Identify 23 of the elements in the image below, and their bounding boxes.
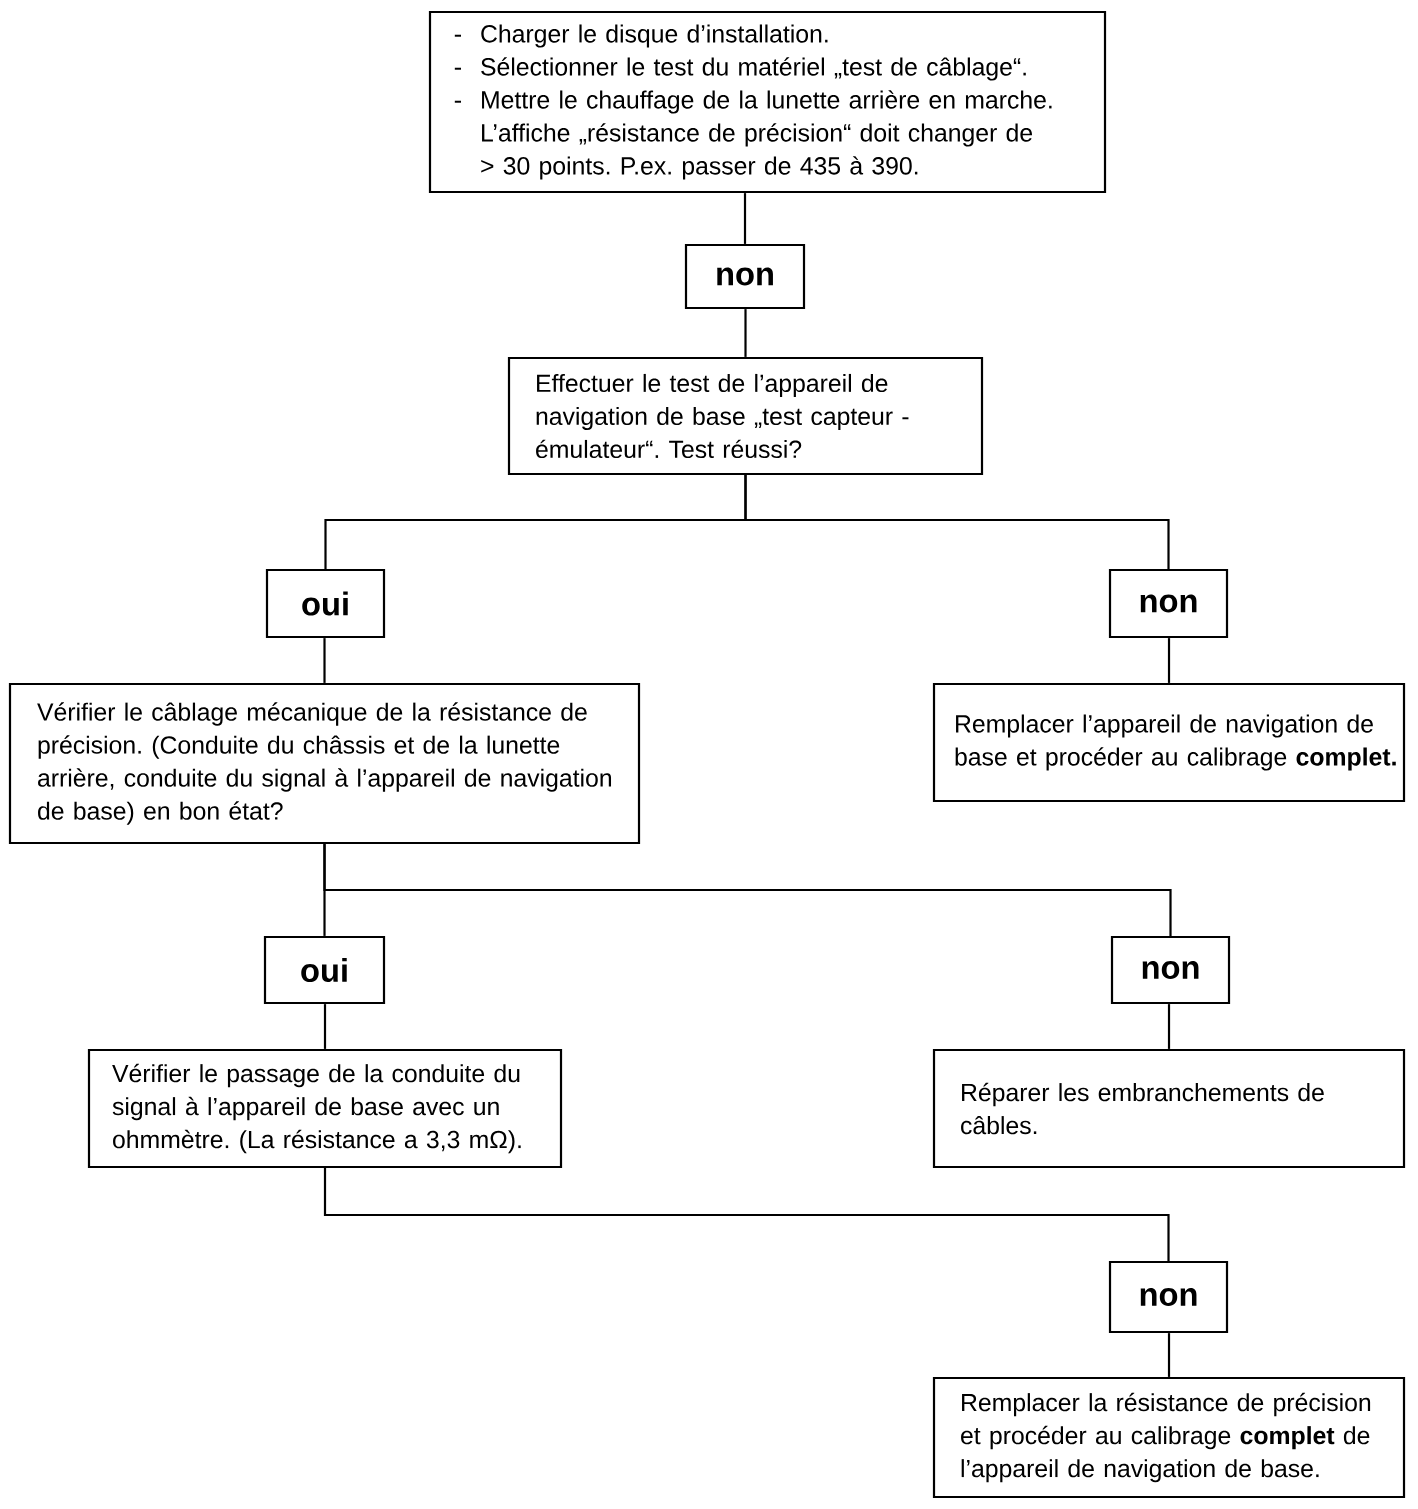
outcome-box: oui <box>265 568 386 639</box>
connector-line <box>323 844 1172 936</box>
outcome-box: non <box>1108 1260 1229 1334</box>
connector-line <box>744 475 1170 569</box>
outcome-box: non <box>1110 935 1231 1005</box>
instruction-box: Charger le disque d’installation. Sélectionner le test du matériel „test de câblage“. Mettre le chauffage de la lunette arrière en marche. L’affiche „résistance de précision“ doit changer de > 30 points. P.ex. passer de 435 à 390. <box>428 10 1107 194</box>
outcome-box: oui <box>263 935 386 1005</box>
question-box: Vérifier le passage de la conduite du signal à l’appareil de base avec un ohmmètre. (La résistance a 3,3 mΩ). <box>87 1048 563 1169</box>
connector-line <box>1167 1333 1171 1377</box>
connector-line <box>743 193 747 244</box>
question-box: Vérifier le câblage mécanique de la résistance de précision. (Conduite du châssis et de la lunette arrière, conduite du signal à l’appareil de navigation de base) en bon état? <box>8 682 641 845</box>
action-box: Réparer les embranchements de câbles. <box>932 1048 1406 1169</box>
connector-line <box>1167 638 1171 683</box>
connector-line <box>1167 1004 1171 1049</box>
connector-line <box>323 1004 327 1049</box>
connector-line <box>323 638 326 683</box>
outcome-box: non <box>684 243 806 310</box>
action-box: Remplacer la résistance de précision et procéder au calibrage complet de l’appareil de navigation de base. <box>932 1376 1406 1499</box>
question-box: Effectuer le test de l’appareil de navigation de base „test capteur - émulateur“. Test réussi? <box>507 356 984 476</box>
action-box: Remplacer l’appareil de navigation de base et procéder au calibrage complet. <box>932 682 1406 803</box>
connector-line <box>323 1168 1170 1261</box>
connector-line <box>744 309 747 357</box>
outcome-box: non <box>1108 568 1229 639</box>
